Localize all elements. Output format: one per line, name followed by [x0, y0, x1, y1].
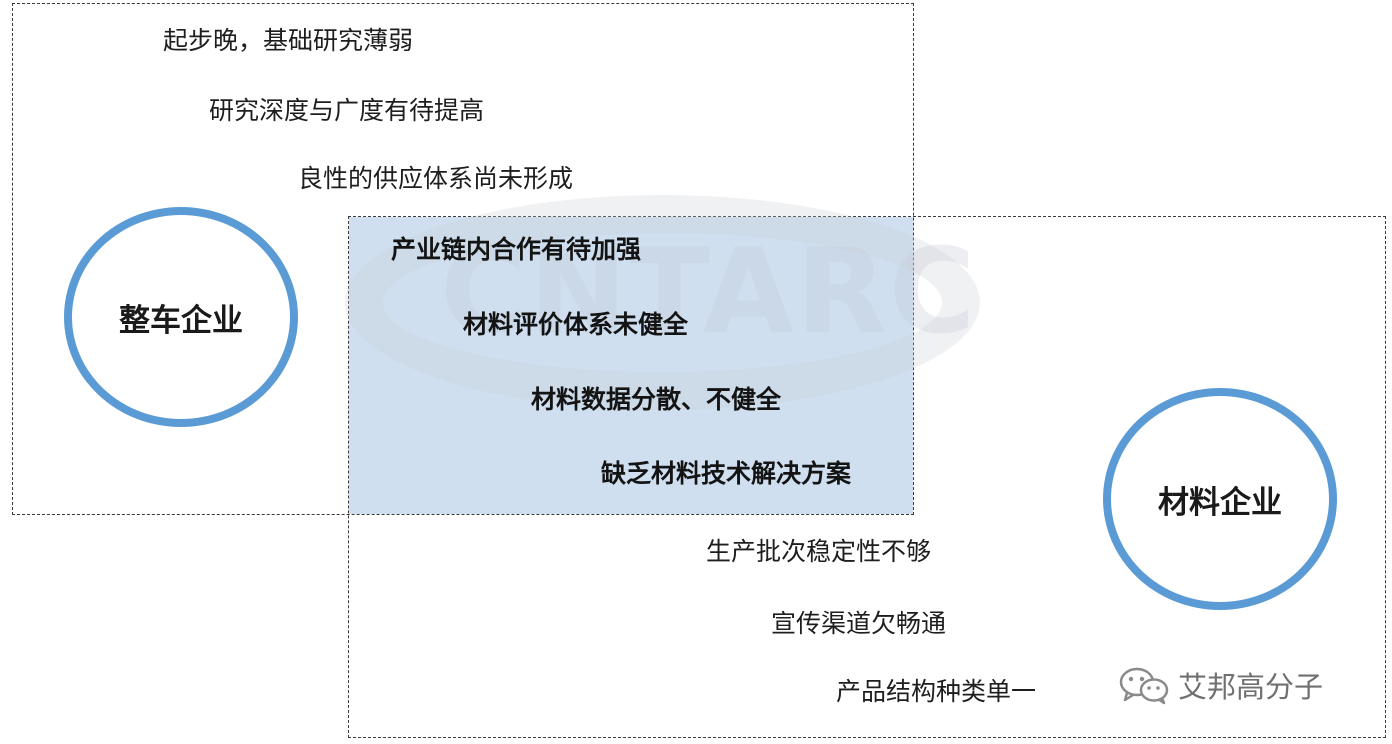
- material-issue-2: 宣传渠道欠畅通: [771, 609, 947, 638]
- material-issue-1: 生产批次稳定性不够: [706, 537, 932, 566]
- vehicle-company-label: 整车企业: [119, 302, 243, 339]
- footer-brand: 艾邦高分子: [1118, 664, 1323, 706]
- vehicle-issue-2: 研究深度与广度有待提高: [209, 96, 485, 125]
- material-issue-3: 产品结构种类单一: [836, 677, 1037, 706]
- brand-name: 艾邦高分子: [1178, 670, 1324, 704]
- vehicle-issue-3: 良性的供应体系尚未形成: [298, 164, 574, 193]
- vehicle-company-circle: 整车企业: [64, 207, 298, 427]
- shared-issue-2: 材料评价体系未健全: [463, 310, 689, 339]
- material-company-label: 材料企业: [1158, 484, 1282, 521]
- vehicle-issue-1: 起步晚，基础研究薄弱: [163, 26, 414, 55]
- watermark-text: CNTARC: [440, 222, 978, 360]
- material-company-circle: 材料企业: [1103, 388, 1337, 610]
- shared-issue-4: 缺乏材料技术解决方案: [601, 459, 852, 488]
- material-company-box: [348, 216, 1386, 738]
- shared-issue-3: 材料数据分散、不健全: [531, 385, 782, 414]
- shared-issue-1: 产业链内合作有待加强: [391, 235, 642, 264]
- wechat-icon: [1119, 667, 1169, 705]
